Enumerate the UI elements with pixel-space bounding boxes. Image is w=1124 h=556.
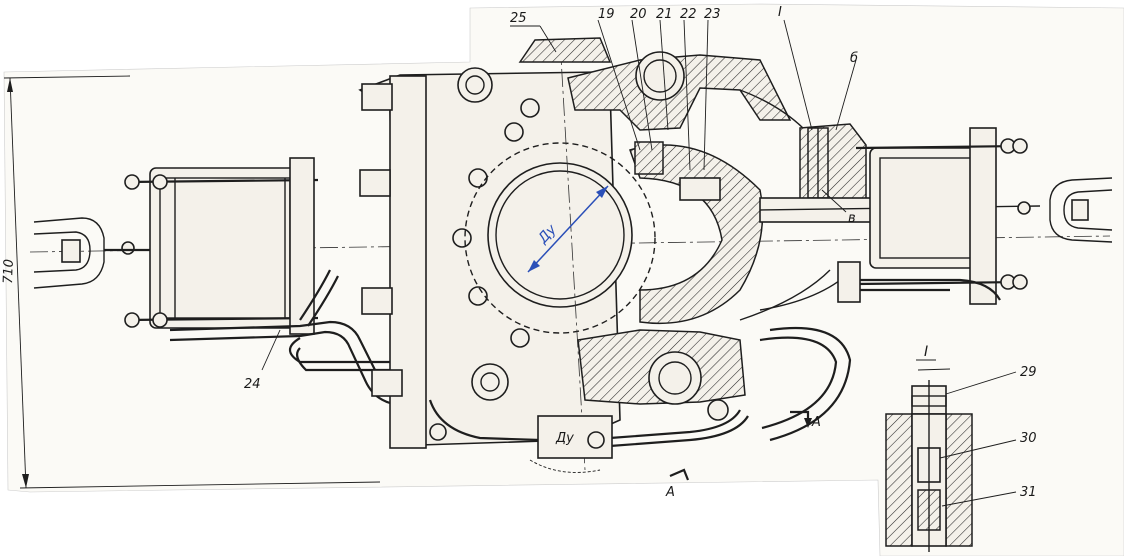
callout-22: 22 — [680, 7, 697, 22]
detail-title: I — [924, 344, 928, 360]
dimension-line-710: 710 — [1, 75, 381, 489]
callout-25: 25 — [510, 11, 527, 26]
leader-lines — [261, 19, 1017, 507]
section-a-top: А — [811, 415, 821, 430]
detail-i — [885, 368, 973, 552]
callout-19: 19 — [598, 7, 615, 22]
du-label: Ду — [555, 431, 574, 446]
callout-21: 21 — [656, 7, 673, 22]
section-a-markers — [669, 410, 812, 481]
callout-20: 20 — [630, 7, 647, 22]
callout-29: 29 — [1020, 365, 1037, 380]
callout-b: б — [850, 51, 858, 66]
callout-v: в — [848, 211, 856, 226]
handwritten-diameter — [527, 185, 609, 273]
dimension-label: 710 — [1, 259, 17, 284]
callout-31: 31 — [1020, 485, 1037, 500]
bottom-junction — [428, 399, 749, 473]
callout-30: 30 — [1020, 431, 1037, 446]
callout-i: I — [778, 5, 782, 20]
callout-23: 23 — [704, 7, 721, 22]
section-a-bottom: А — [665, 485, 675, 500]
right-actuator — [759, 123, 1113, 305]
top-boss-25 — [518, 37, 612, 63]
callout-24: 24 — [244, 377, 261, 392]
